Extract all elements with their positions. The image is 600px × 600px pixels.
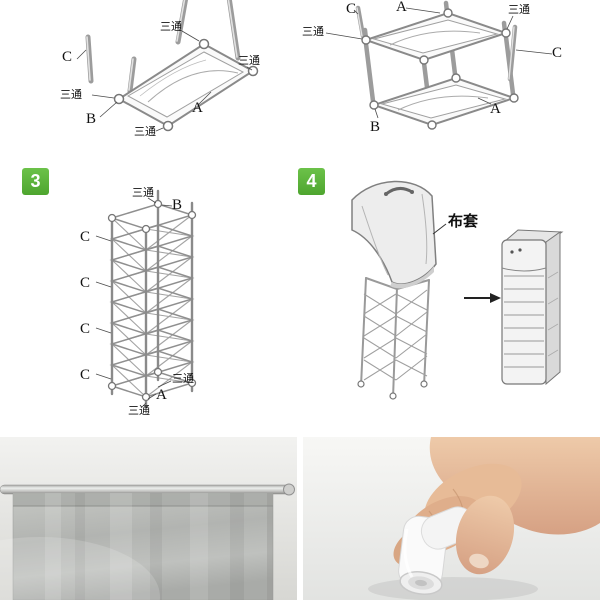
corner-connectors [107,199,197,402]
cover-handle [385,187,413,196]
step4-diagram: 布套 [300,160,600,437]
part-b-label: B [172,197,183,213]
photo-hand-connector [303,437,600,600]
thumbnail [469,553,489,569]
arrow-icon [464,293,501,303]
part-c-label: C [346,1,357,17]
covered-rack [501,229,564,386]
tee-connector-label: 三通 [302,26,324,38]
shelf-frame [117,42,255,128]
part-c-label: C [62,49,73,65]
step1-diagram: 三通 三通 三通 三通 C B A [0,0,300,160]
tee-connector-label: 三通 [60,89,82,101]
tee-connector-label: 三通 [132,187,154,199]
shadow [368,577,538,600]
part-a-label: A [396,0,407,15]
pole-highlights [86,0,238,91]
fabric-cover-shape [351,180,437,289]
part-c-label: C [80,367,91,383]
step3-diagram: 三通 B C C C C 三通 A 三通 [0,160,300,437]
frame-step2-svg [325,0,553,130]
tee-connector-label: 三通 [134,126,156,138]
tee-connector-label: 三通 [160,21,182,33]
step4-badge: 4 [298,168,325,195]
tee-connector-label: 三通 [508,4,530,16]
tee-connector-label: 三通 [238,55,260,67]
pole-tubes [85,0,241,94]
leader-lines [325,7,553,119]
tee-connector-label: 三通 [128,405,150,417]
corner-connectors [113,38,259,132]
step2-diagram: C A 三通 三通 C B A [300,0,600,160]
cover-leader-line [432,223,447,235]
thumb [455,495,515,575]
part-a-label: A [156,387,167,403]
rod-end-cap [283,483,295,496]
leader-lines [95,197,173,409]
cover-step4-svg [351,180,564,400]
cover-label: 布套 [448,214,479,230]
tower-step3-svg [95,189,197,409]
corner-connectors [361,8,519,130]
fabric-photo-svg [0,437,297,600]
leader-lines [76,30,253,132]
part-a-label: A [192,100,203,116]
part-c-label: C [80,321,91,337]
part-c-label: C [80,275,91,291]
photo-fabric-rod [0,437,297,600]
hand-photo-svg [303,437,600,600]
tee-connector-label: 三通 [172,373,194,385]
tower-rails [110,189,194,408]
tower-levels [111,203,193,398]
curtain-rod [0,484,291,495]
top-shelf-frame [362,11,510,62]
bare-rack [357,277,430,400]
part-c-label: C [552,45,563,61]
part-c-label: C [80,229,91,245]
part-b-label: B [86,111,97,127]
fabric-panel [0,492,274,600]
part-a-label: A [490,101,501,117]
plastic-connector [398,506,476,595]
pole-highlights [356,7,515,80]
frame-step1-svg [76,0,259,132]
step3-badge: 3 [22,168,49,195]
part-b-label: B [370,119,381,135]
